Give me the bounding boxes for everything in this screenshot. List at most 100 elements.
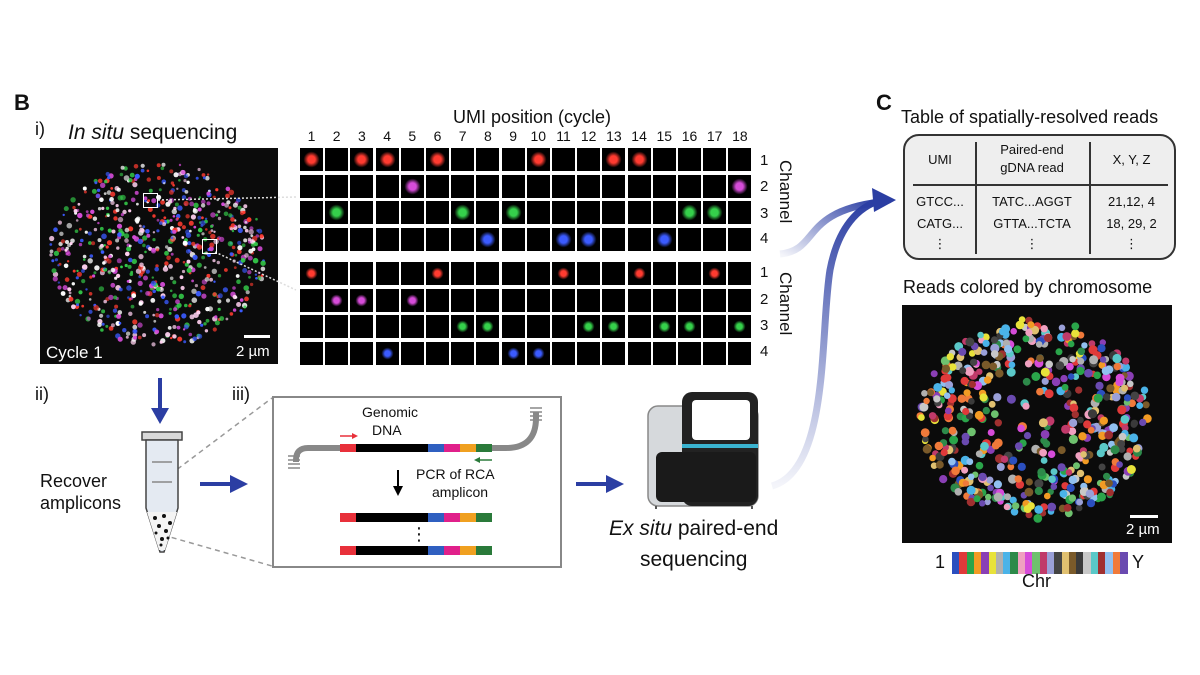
cell-dot: [117, 216, 124, 223]
read-dot: [1095, 381, 1104, 390]
cell-dot: [124, 238, 129, 243]
read-dot: [1076, 366, 1085, 376]
read-dot: [1120, 415, 1130, 424]
cell-dot: [145, 291, 150, 296]
cell-dot: [225, 317, 229, 321]
grid-tile: [678, 201, 701, 224]
cell-dot: [137, 280, 143, 286]
read-dot: [974, 410, 984, 420]
read-dot: [1102, 372, 1111, 382]
cell-dot: [169, 276, 174, 281]
cell-dot: [210, 212, 216, 218]
read-dot: [922, 444, 932, 454]
grid-tile: [602, 315, 626, 338]
cell-dot: [88, 309, 93, 314]
read-dot: [1027, 321, 1035, 329]
read-dot: [1007, 463, 1015, 471]
read-dot: [981, 360, 991, 370]
read-dot: [1121, 424, 1129, 432]
cell-dot: [115, 238, 120, 243]
cell-dot: [213, 280, 216, 283]
cell-dot: [110, 187, 114, 190]
grid-tile: [476, 174, 500, 198]
cell-dot: [169, 190, 174, 195]
cell-dot: [164, 250, 169, 256]
cycle-number-15: 15: [656, 128, 673, 144]
cell-dot: [244, 296, 249, 302]
chr-bar-segment: [1025, 552, 1033, 574]
cell-dot: [97, 207, 102, 211]
cell-dot: [76, 271, 82, 277]
cell-dot: [64, 277, 70, 282]
read-dot: [1069, 403, 1079, 413]
read-dot: [1036, 354, 1044, 363]
grid-tile: [451, 315, 475, 338]
cell-dot: [241, 243, 246, 248]
read-dot: [1123, 394, 1132, 402]
read-dot: [967, 473, 975, 481]
read-dot: [1059, 490, 1068, 498]
cell-dot: [130, 197, 136, 203]
grid-tile: [577, 201, 601, 224]
cell-dot: [89, 254, 94, 258]
cell-dot: [190, 214, 196, 220]
grid-tile: [577, 227, 601, 251]
cell-dot: [124, 227, 130, 233]
cell-dot: [201, 173, 206, 177]
cell-dot: [206, 191, 211, 196]
read-dot: [1118, 432, 1127, 441]
table-title: Table of spatially-resolved reads: [901, 107, 1159, 127]
cell-dot: [113, 295, 118, 300]
cell-dot: [201, 232, 205, 236]
cell-dot: [249, 282, 254, 287]
cell-dot: [184, 262, 189, 267]
read-dot: [1106, 384, 1115, 393]
chr-bar-segment: [1112, 552, 1121, 574]
cell-dot: [179, 275, 184, 280]
cycle-number-6: 6: [433, 128, 442, 144]
cell-dot: [103, 267, 106, 270]
read-dot: [1017, 462, 1026, 471]
cell-dot: [133, 236, 140, 242]
cell-dot: [155, 203, 161, 208]
cell-dot: [140, 168, 145, 173]
read-dot: [990, 410, 999, 418]
cell-dot: [109, 197, 114, 202]
cell-dot: [56, 247, 62, 253]
read-dot: [1024, 487, 1034, 497]
cell-dot: [168, 264, 173, 269]
cell-dot: [122, 328, 127, 333]
sequencer-icon: [647, 392, 759, 509]
cell-dot: [234, 296, 238, 299]
read-dot: [1103, 472, 1111, 480]
cell-dot: [70, 197, 76, 203]
col-divider-2: [1089, 142, 1091, 254]
read-dot: [1023, 432, 1032, 440]
grid-tile: [728, 288, 752, 312]
cell-dot: [99, 313, 104, 318]
chr-label: Chr: [1022, 571, 1052, 591]
cell-dot: [170, 181, 175, 185]
cell-dot: [170, 252, 174, 256]
read-dot: [999, 327, 1007, 336]
cell-dot: [120, 194, 126, 201]
cell-dot: [177, 336, 183, 342]
cell-dot: [138, 275, 142, 279]
cell-dot: [229, 227, 234, 231]
grid-tile: [400, 148, 424, 171]
read-dot: [1066, 362, 1074, 371]
read-dot: [923, 397, 930, 405]
cell-dot: [232, 286, 236, 290]
cell-dot: [152, 313, 155, 317]
cycle-number-5: 5: [408, 128, 417, 144]
cell-dot: [79, 314, 82, 317]
cell-dot: [115, 204, 119, 208]
grid-tile: [350, 148, 374, 171]
read-dot: [1050, 468, 1058, 476]
cell-dot: [198, 196, 202, 199]
read-dot: [1068, 427, 1077, 436]
cell-dot: [101, 322, 105, 326]
row-3-umi: ⋮: [933, 236, 947, 251]
read-dot: [959, 367, 967, 374]
recover-line-1: Recover: [40, 471, 108, 491]
